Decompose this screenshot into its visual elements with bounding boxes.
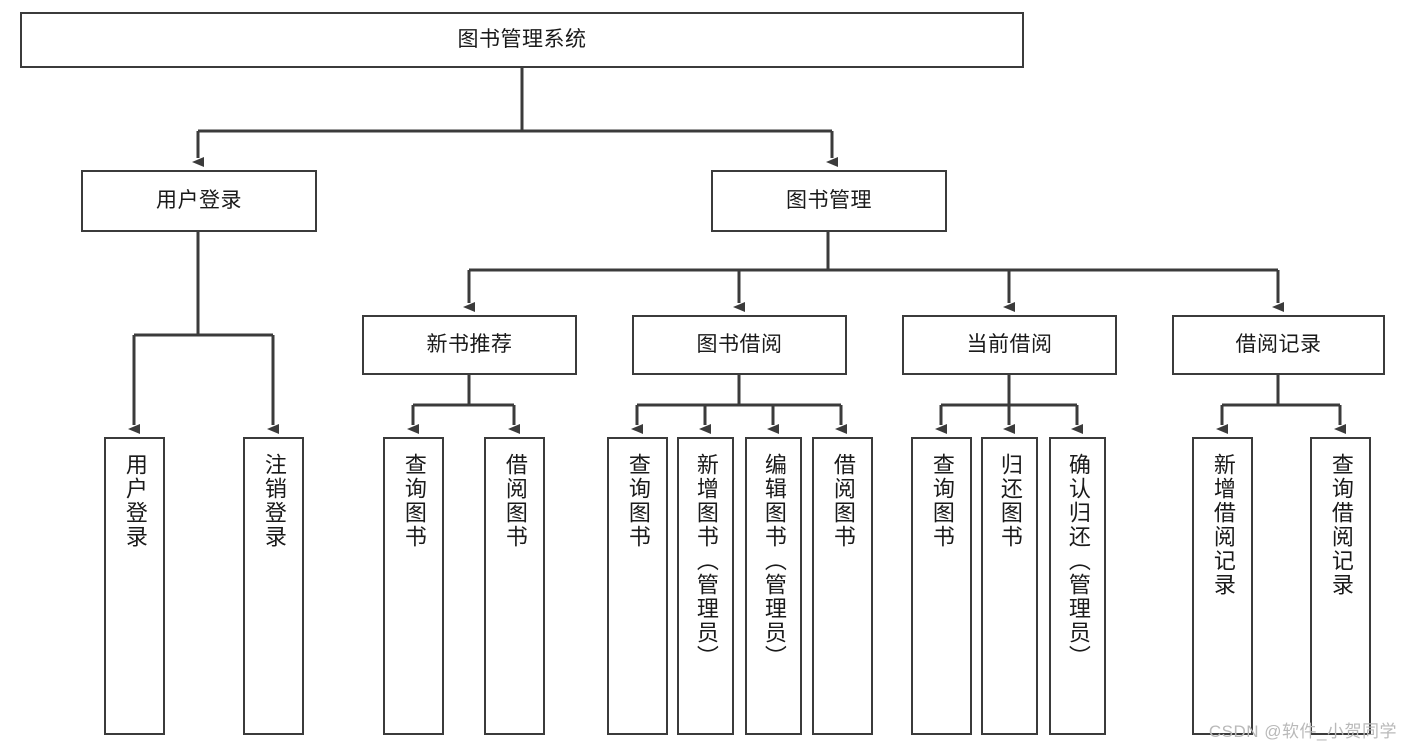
leaf-borrow-book-newbook-label: 借阅图书 — [502, 453, 528, 549]
leaf-query-book-newbook[interactable]: 查询图书 — [383, 437, 444, 735]
node-borrow-records-label: 借阅记录 — [1235, 332, 1322, 356]
node-current-borrow[interactable]: 当前借阅 — [902, 315, 1117, 375]
leaf-add-book-admin[interactable]: 新增图书（管理员） — [677, 437, 734, 735]
node-new-book-recommend[interactable]: 新书推荐 — [362, 315, 577, 375]
node-book-management-label: 图书管理 — [786, 188, 872, 212]
leaf-return-book[interactable]: 归还图书 — [981, 437, 1038, 735]
leaf-query-book-current[interactable]: 查询图书 — [911, 437, 972, 735]
node-root[interactable]: 图书管理系统 — [20, 12, 1024, 68]
leaf-query-borrow-record[interactable]: 查询借阅记录 — [1310, 437, 1371, 735]
leaf-borrow-book-newbook[interactable]: 借阅图书 — [484, 437, 545, 735]
leaf-confirm-return-admin-label: 确认归还（管理员） — [1065, 453, 1091, 669]
leaf-add-borrow-record-label: 新增借阅记录 — [1210, 453, 1236, 597]
leaf-query-book-current-label: 查询图书 — [929, 453, 955, 549]
node-user-login-label: 用户登录 — [156, 188, 242, 212]
leaf-query-book-borrow-label: 查询图书 — [625, 453, 651, 549]
node-book-borrow[interactable]: 图书借阅 — [632, 315, 847, 375]
leaf-add-borrow-record[interactable]: 新增借阅记录 — [1192, 437, 1253, 735]
leaf-user-login[interactable]: 用户登录 — [104, 437, 165, 735]
leaf-logout[interactable]: 注销登录 — [243, 437, 304, 735]
leaf-borrow-book-borrow-label: 借阅图书 — [830, 453, 856, 549]
leaf-add-book-admin-label: 新增图书（管理员） — [693, 453, 719, 669]
csdn-watermark: CSDN @软件_小贺同学 — [1208, 722, 1397, 741]
leaf-user-login-label: 用户登录 — [122, 453, 148, 549]
leaf-return-book-label: 归还图书 — [997, 453, 1023, 549]
node-book-borrow-label: 图书借阅 — [696, 332, 783, 356]
leaf-query-borrow-record-label: 查询借阅记录 — [1328, 453, 1354, 597]
node-new-book-recommend-label: 新书推荐 — [426, 332, 513, 356]
leaf-query-book-newbook-label: 查询图书 — [401, 453, 427, 549]
leaf-logout-label: 注销登录 — [261, 453, 287, 549]
node-borrow-records[interactable]: 借阅记录 — [1172, 315, 1385, 375]
node-user-login[interactable]: 用户登录 — [81, 170, 317, 232]
leaf-edit-book-admin-label: 编辑图书（管理员） — [761, 453, 787, 669]
leaf-confirm-return-admin[interactable]: 确认归还（管理员） — [1049, 437, 1106, 735]
node-root-label: 图书管理系统 — [457, 27, 587, 51]
leaf-query-book-borrow[interactable]: 查询图书 — [607, 437, 668, 735]
leaf-edit-book-admin[interactable]: 编辑图书（管理员） — [745, 437, 802, 735]
node-book-management[interactable]: 图书管理 — [711, 170, 947, 232]
leaf-borrow-book-borrow[interactable]: 借阅图书 — [812, 437, 873, 735]
node-current-borrow-label: 当前借阅 — [966, 332, 1053, 356]
